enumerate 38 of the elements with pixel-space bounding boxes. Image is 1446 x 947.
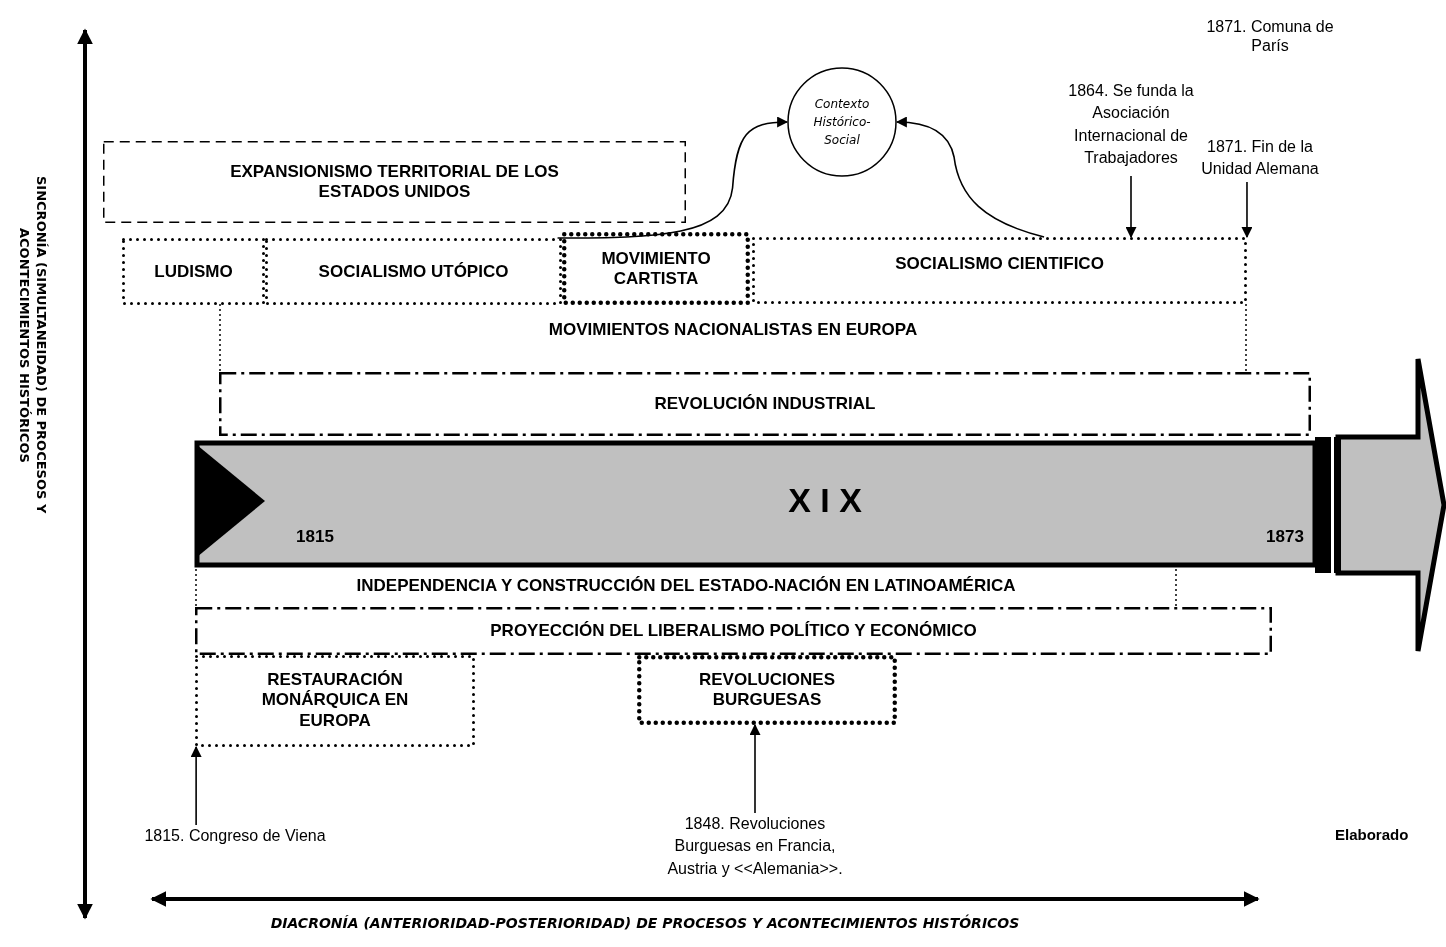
box-label: MOVIMIENTO CARTISTA — [600, 248, 712, 289]
event-note-text: 1815. Congreso de Viena — [143, 826, 327, 846]
arrow — [1241, 181, 1253, 239]
process-box — [562, 232, 750, 305]
credit-note: Elaborado — [1335, 826, 1409, 844]
axis-label: DIACRONÍA (ANTERIORIDAD-POSTERIORIDAD) DE PROCESOS Y ACONTECIMIENTOS HISTÓRICOS — [269, 915, 1021, 932]
process-box — [752, 237, 1247, 304]
box-label: INDEPENDENCIA Y CONSTRUCCIÓN DEL ESTADO-NACIÓN EN LATINOAMÉRICA — [355, 575, 1017, 597]
box-label: REVOLUCIONES BURGUESAS — [698, 669, 836, 711]
event-note-text: 1871. Fin de la Unidad Alemana — [1200, 137, 1320, 180]
arrow — [1125, 175, 1137, 239]
box-label: RESTAURACIÓN MONÁRQUICA EN EUROPA — [260, 670, 410, 732]
arrow — [895, 116, 1045, 238]
arrow — [749, 723, 761, 814]
arrow — [556, 116, 789, 239]
event-note-text: 1871. Comuna de París — [1205, 17, 1335, 56]
process-box — [122, 238, 265, 305]
circle-label: Contexto Histórico-Social — [812, 96, 872, 149]
process-box — [265, 238, 562, 305]
year-label: 1873 — [1265, 527, 1305, 548]
year-label: 1815 — [295, 527, 335, 548]
box-label: SOCIALISMO UTÓPICO — [317, 261, 510, 282]
event-note-text: 1864. Se funda la Asociación Internacional de Trabajadores — [1067, 81, 1195, 169]
process-box — [219, 305, 1247, 372]
context-circle — [787, 67, 897, 177]
box-label: PROYECCIÓN DEL LIBERALISMO POLÍTICO Y ECONÓMICO — [489, 620, 978, 642]
event-note-text: 1848. Revoluciones Burguesas en Francia, Austria y <<Alemania>>. — [666, 814, 844, 879]
box-label: SOCIALISMO CIENTIFICO — [894, 253, 1105, 274]
process-box — [103, 141, 686, 223]
axis-label: SINCRONÍA (SIMULTANEIDAD) DE PROCESOS Y ACONTECIMIENTOS HISTÓRICOS — [16, 175, 49, 516]
box-label: EXPANSIONISMO TERRITORIAL DE LOS ESTADOS UNIDOS — [229, 161, 560, 203]
arrow — [190, 745, 202, 826]
box-label: LUDISMO — [153, 261, 234, 282]
box-label: REVOLUCIÓN INDUSTRIAL — [653, 393, 877, 415]
box-label: MOVIMIENTOS NACIONALISTAS EN EUROPA — [547, 320, 919, 341]
process-box — [195, 655, 475, 747]
century-label: X I X — [787, 480, 863, 521]
process-box — [637, 655, 897, 725]
